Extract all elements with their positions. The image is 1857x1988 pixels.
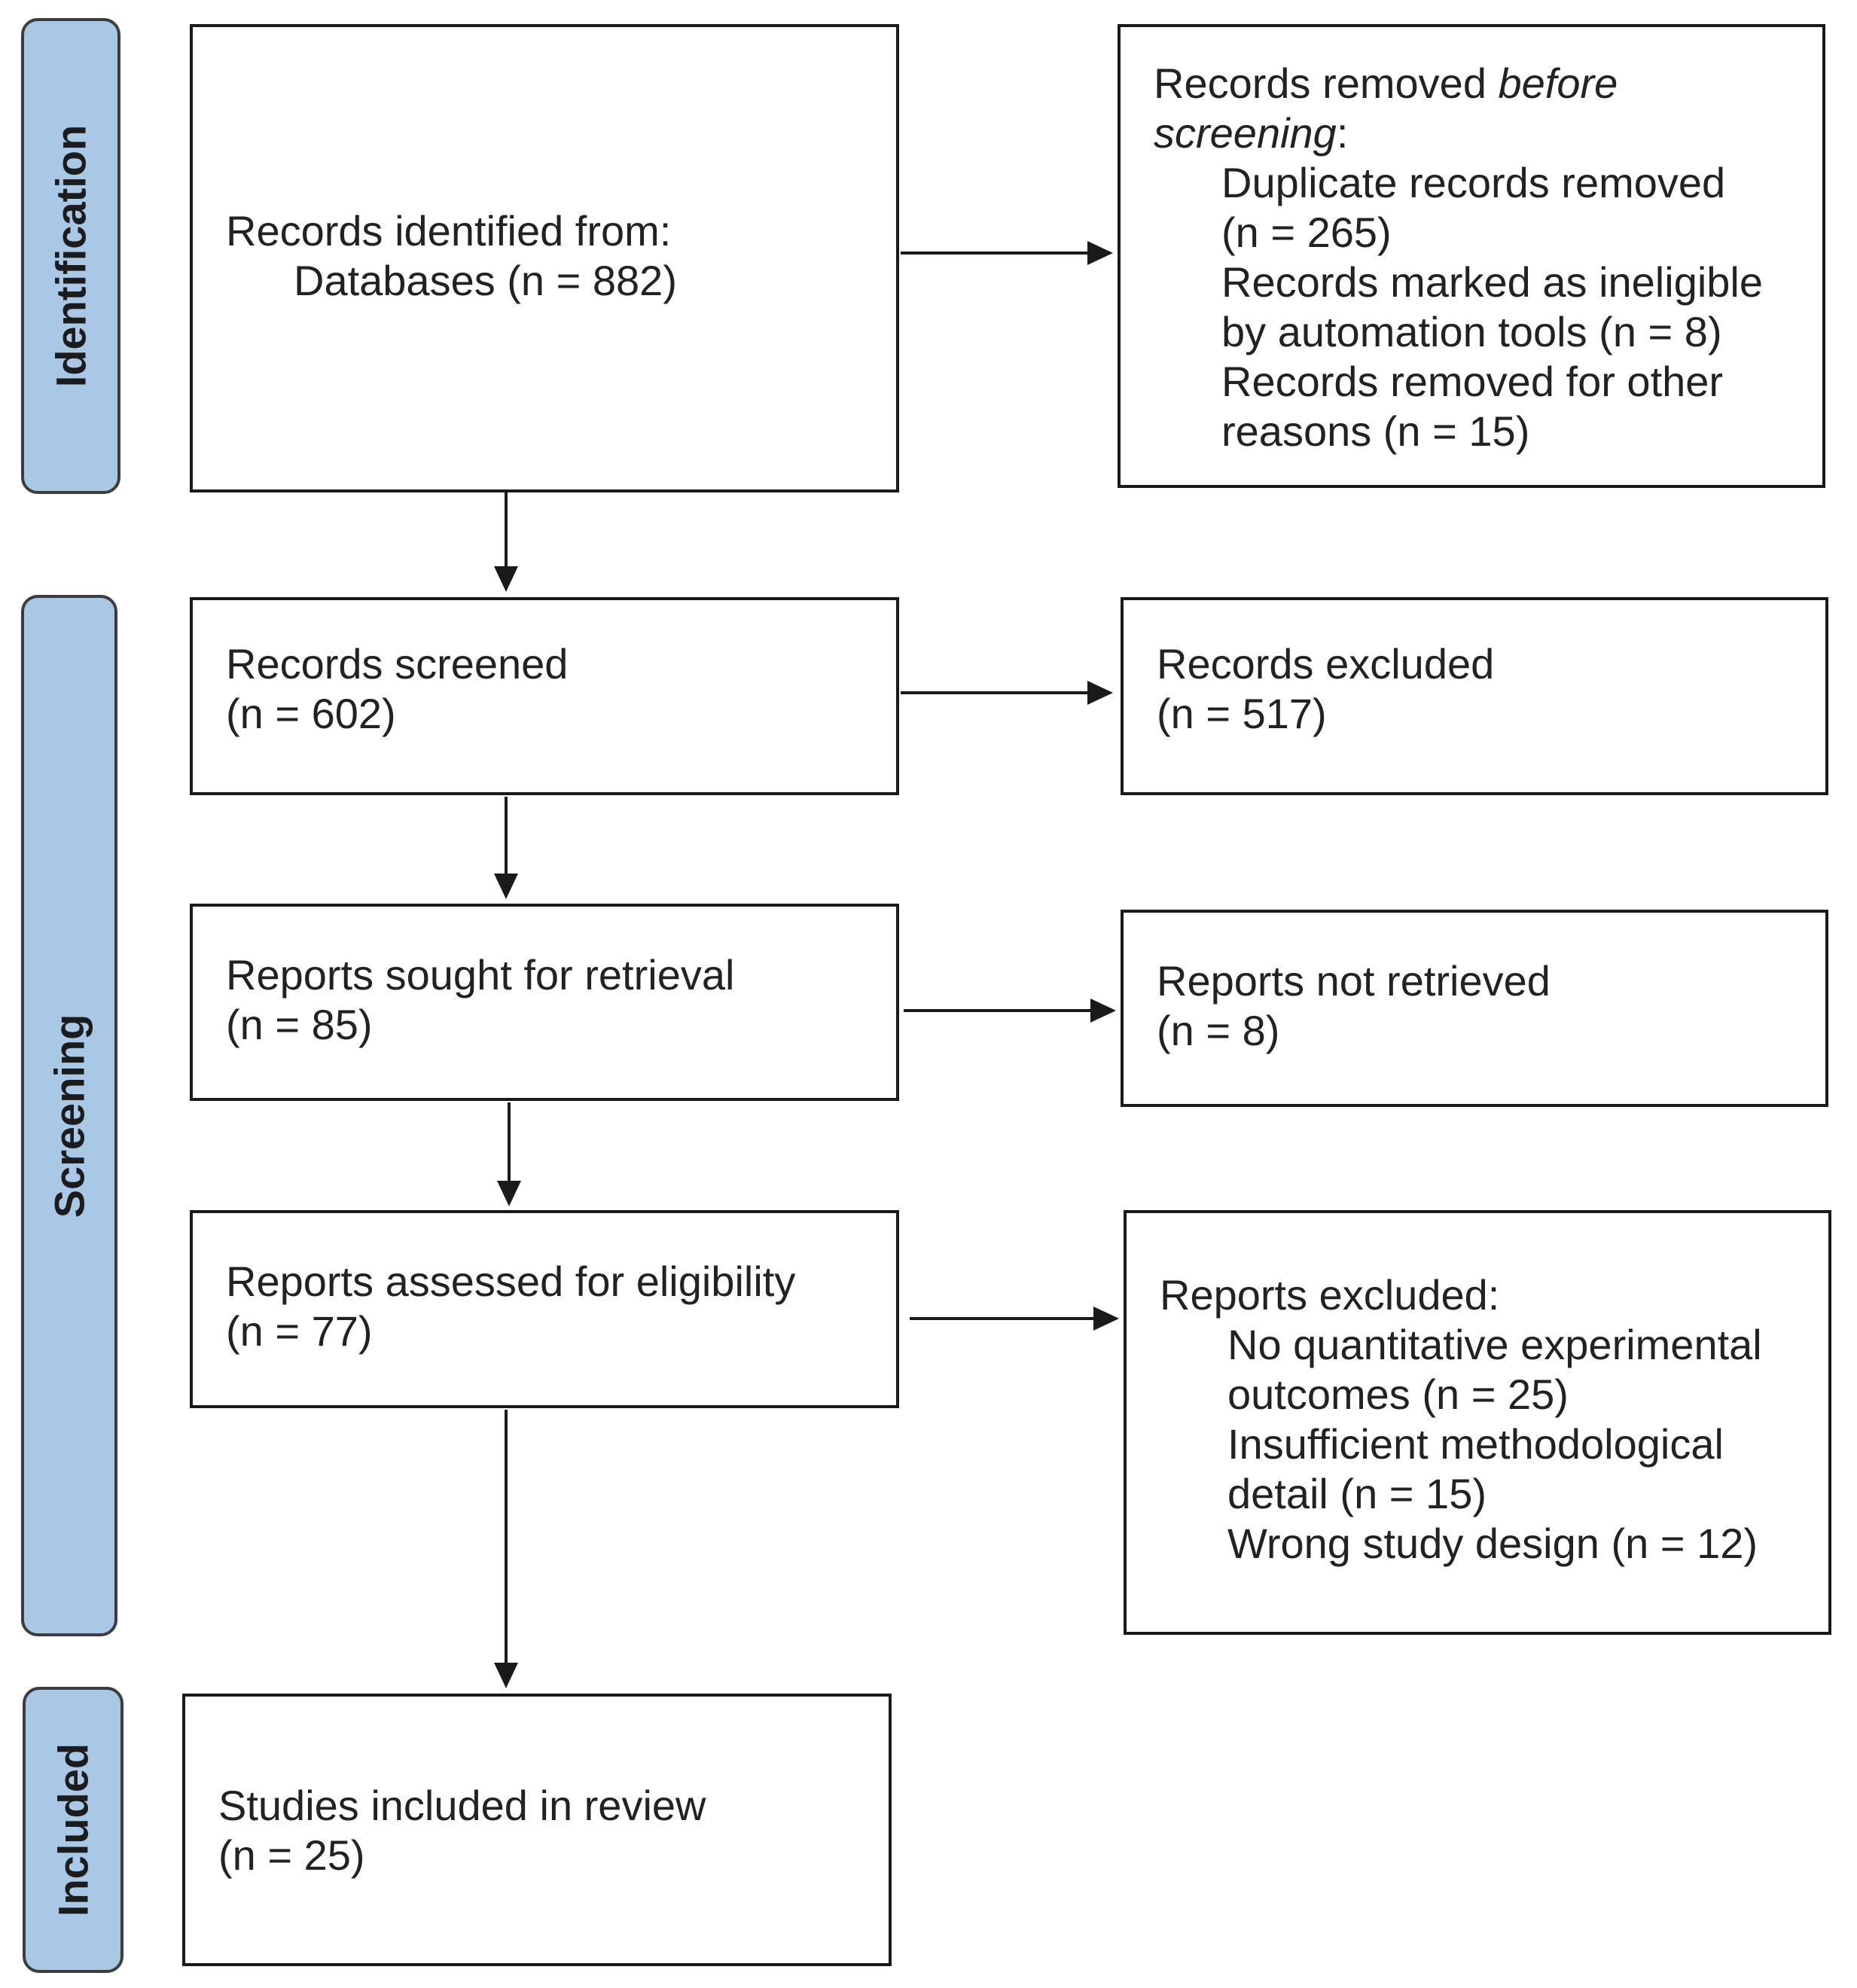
phase-identification: Identification xyxy=(21,18,120,494)
arrowhead-right xyxy=(1093,1307,1119,1331)
excluded-reason: No quantitative experimental xyxy=(1227,1321,1762,1368)
excluded-reason: outcomes (n = 25) xyxy=(1227,1371,1569,1418)
excluded-reason: detail (n = 15) xyxy=(1227,1470,1487,1517)
reports-sought-count: (n = 85) xyxy=(226,1001,373,1048)
records-identified-box: Records identified from: Databases (n = … xyxy=(190,24,899,492)
records-removed-title: Records removed before xyxy=(1154,59,1618,107)
records-removed-before-screening-box: Records removed before screening: Duplic… xyxy=(1118,24,1825,488)
removed-item: by automation tools (n = 8) xyxy=(1221,308,1722,355)
studies-included-box: Studies included in review (n = 25) xyxy=(182,1694,892,1966)
removed-item: Records removed for other xyxy=(1221,358,1724,405)
reports-assessed-title: Reports assessed for eligibility xyxy=(226,1258,796,1305)
records-excluded-box: Records excluded (n = 517) xyxy=(1121,597,1828,795)
reports-sought-title: Reports sought for retrieval xyxy=(226,951,735,999)
removed-item: Duplicate records removed xyxy=(1221,159,1726,206)
records-excluded-count: (n = 517) xyxy=(1157,690,1327,737)
records-screened-count: (n = 602) xyxy=(226,690,396,737)
removed-item: reasons (n = 15) xyxy=(1221,407,1530,455)
excluded-reason: Insufficient methodological xyxy=(1227,1420,1724,1468)
reports-excluded-box: Reports excluded: No quantitative experi… xyxy=(1124,1210,1831,1635)
arrowhead-down xyxy=(497,1181,521,1206)
phase-screening: Screening xyxy=(21,595,117,1636)
reports-sought-box: Reports sought for retrieval (n = 85) xyxy=(190,904,899,1101)
records-removed-title-cont: screening: xyxy=(1154,109,1349,157)
reports-not-retrieved-count: (n = 8) xyxy=(1157,1007,1280,1054)
arrowhead-right xyxy=(1090,999,1116,1023)
records-screened-title: Records screened xyxy=(226,640,569,688)
records-identified-title: Records identified from: xyxy=(226,207,672,255)
arrowhead-right xyxy=(1087,681,1113,705)
studies-included-count: (n = 25) xyxy=(218,1831,365,1879)
reports-not-retrieved-title: Reports not retrieved xyxy=(1157,957,1551,1005)
phase-included: Included xyxy=(23,1687,123,1973)
records-identified-databases: Databases (n = 882) xyxy=(294,257,677,304)
reports-assessed-box: Reports assessed for eligibility (n = 77… xyxy=(190,1210,899,1408)
removed-item: Records marked as ineligible xyxy=(1221,258,1764,306)
removed-item: (n = 265) xyxy=(1221,209,1392,256)
reports-not-retrieved-box: Reports not retrieved (n = 8) xyxy=(1121,910,1828,1107)
excluded-reason: Wrong study design (n = 12) xyxy=(1227,1520,1758,1567)
reports-excluded-title: Reports excluded: xyxy=(1160,1271,1500,1319)
arrowhead-down xyxy=(494,566,518,592)
records-screened-box: Records screened (n = 602) xyxy=(190,597,899,795)
arrowhead-down xyxy=(494,1663,518,1688)
records-excluded-title: Records excluded xyxy=(1157,640,1495,688)
arrowhead-right xyxy=(1087,241,1113,265)
studies-included-title: Studies included in review xyxy=(218,1782,706,1829)
arrowhead-down xyxy=(494,874,518,899)
reports-assessed-count: (n = 77) xyxy=(226,1307,373,1355)
